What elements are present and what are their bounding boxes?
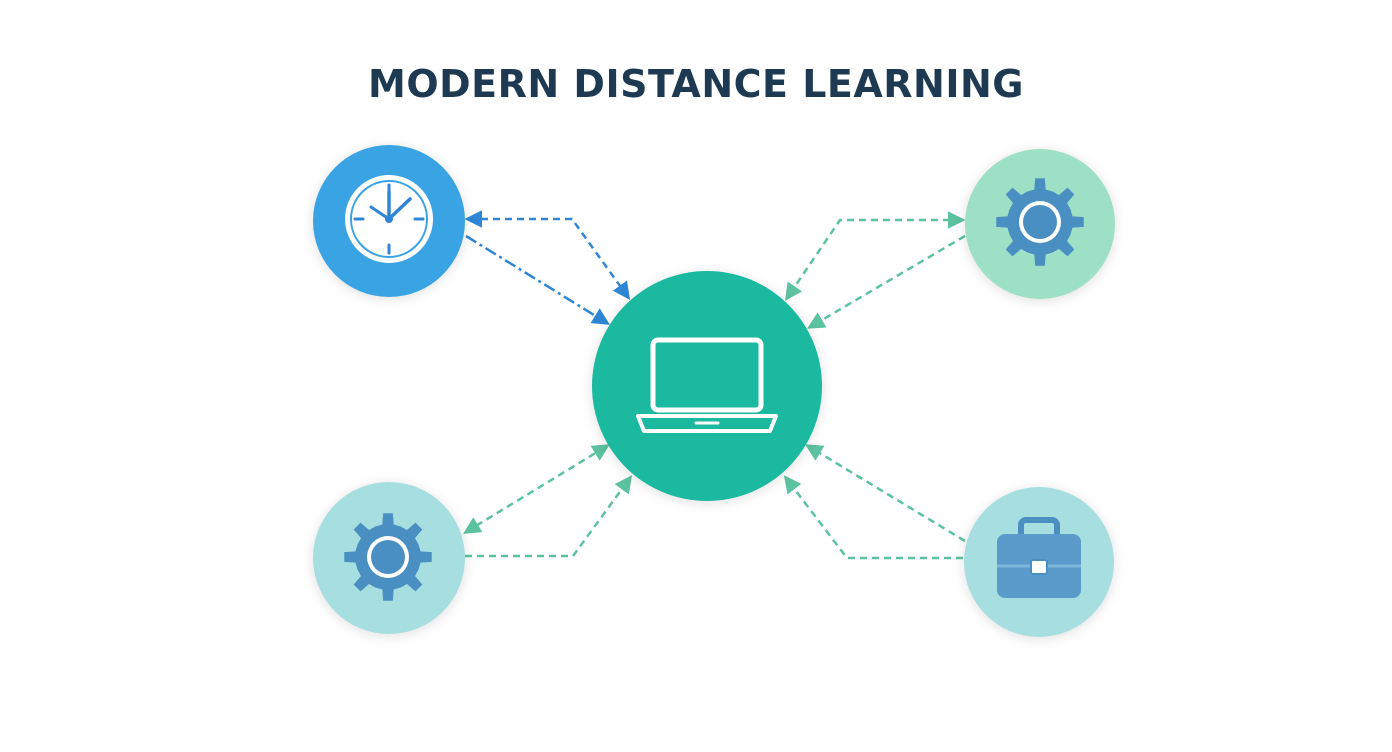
gear-icon	[996, 178, 1084, 266]
diagram-title: MODERN DISTANCE LEARNING	[368, 62, 1024, 106]
connector-clock-hub	[464, 210, 631, 325]
gear-hub	[1023, 205, 1057, 239]
hub-node	[592, 271, 822, 501]
connector-briefcase-hub	[783, 444, 966, 560]
clock-icon	[345, 175, 433, 263]
gear-icon	[344, 513, 432, 601]
connector-gear-top-hub	[785, 211, 966, 329]
gear-hub	[371, 540, 405, 574]
laptop-icon	[636, 337, 778, 433]
briefcase-icon	[997, 517, 1081, 598]
connector-gear-bottom-hub	[463, 444, 633, 558]
